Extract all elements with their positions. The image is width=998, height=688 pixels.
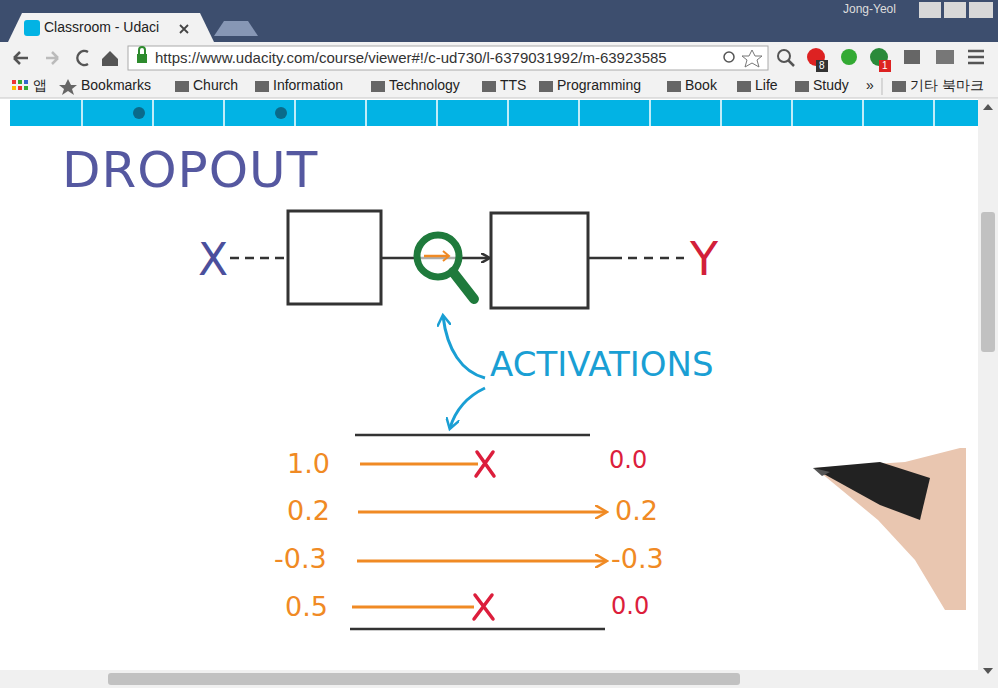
bookmark-item: Technology	[389, 78, 460, 93]
tab-title: Classroom - Udaci	[44, 20, 159, 35]
bookmark-item: TTS	[500, 78, 526, 93]
activation-out: 0.0	[611, 593, 649, 619]
activation-in: 0.2	[287, 496, 330, 526]
bookmark-item: Study	[813, 78, 849, 93]
address-url: https://www.udacity.com/course/viewer#!/…	[155, 50, 667, 67]
activation-out: -0.3	[611, 544, 664, 574]
bookmark-item: Book	[685, 78, 717, 93]
badge-count: 8	[819, 60, 825, 71]
bookmark-item: 기타 북마크	[910, 78, 984, 93]
activation-in: 0.5	[285, 592, 328, 622]
output-label: Y	[690, 234, 718, 285]
window-user: Jong-Yeol	[843, 3, 896, 16]
bookmark-item: Programming	[557, 78, 641, 93]
badge-count: 1	[882, 60, 888, 71]
activation-out: 0.2	[615, 496, 658, 526]
bookmark-item: 앱	[33, 78, 47, 93]
bookmark-item: Life	[755, 78, 778, 93]
bookmark-item: Information	[273, 78, 343, 93]
activation-in: 1.0	[287, 449, 330, 479]
bookmark-overflow: »	[866, 78, 874, 93]
input-label: X	[198, 236, 228, 284]
diagram-title: DROPOUT	[62, 143, 318, 198]
callout-label: ACTIVATIONS	[490, 346, 713, 383]
bookmark-item: Church	[193, 78, 238, 93]
activation-out: 0.0	[609, 447, 647, 473]
activation-in: -0.3	[274, 544, 327, 574]
bookmark-item: Bookmarks	[81, 78, 151, 93]
